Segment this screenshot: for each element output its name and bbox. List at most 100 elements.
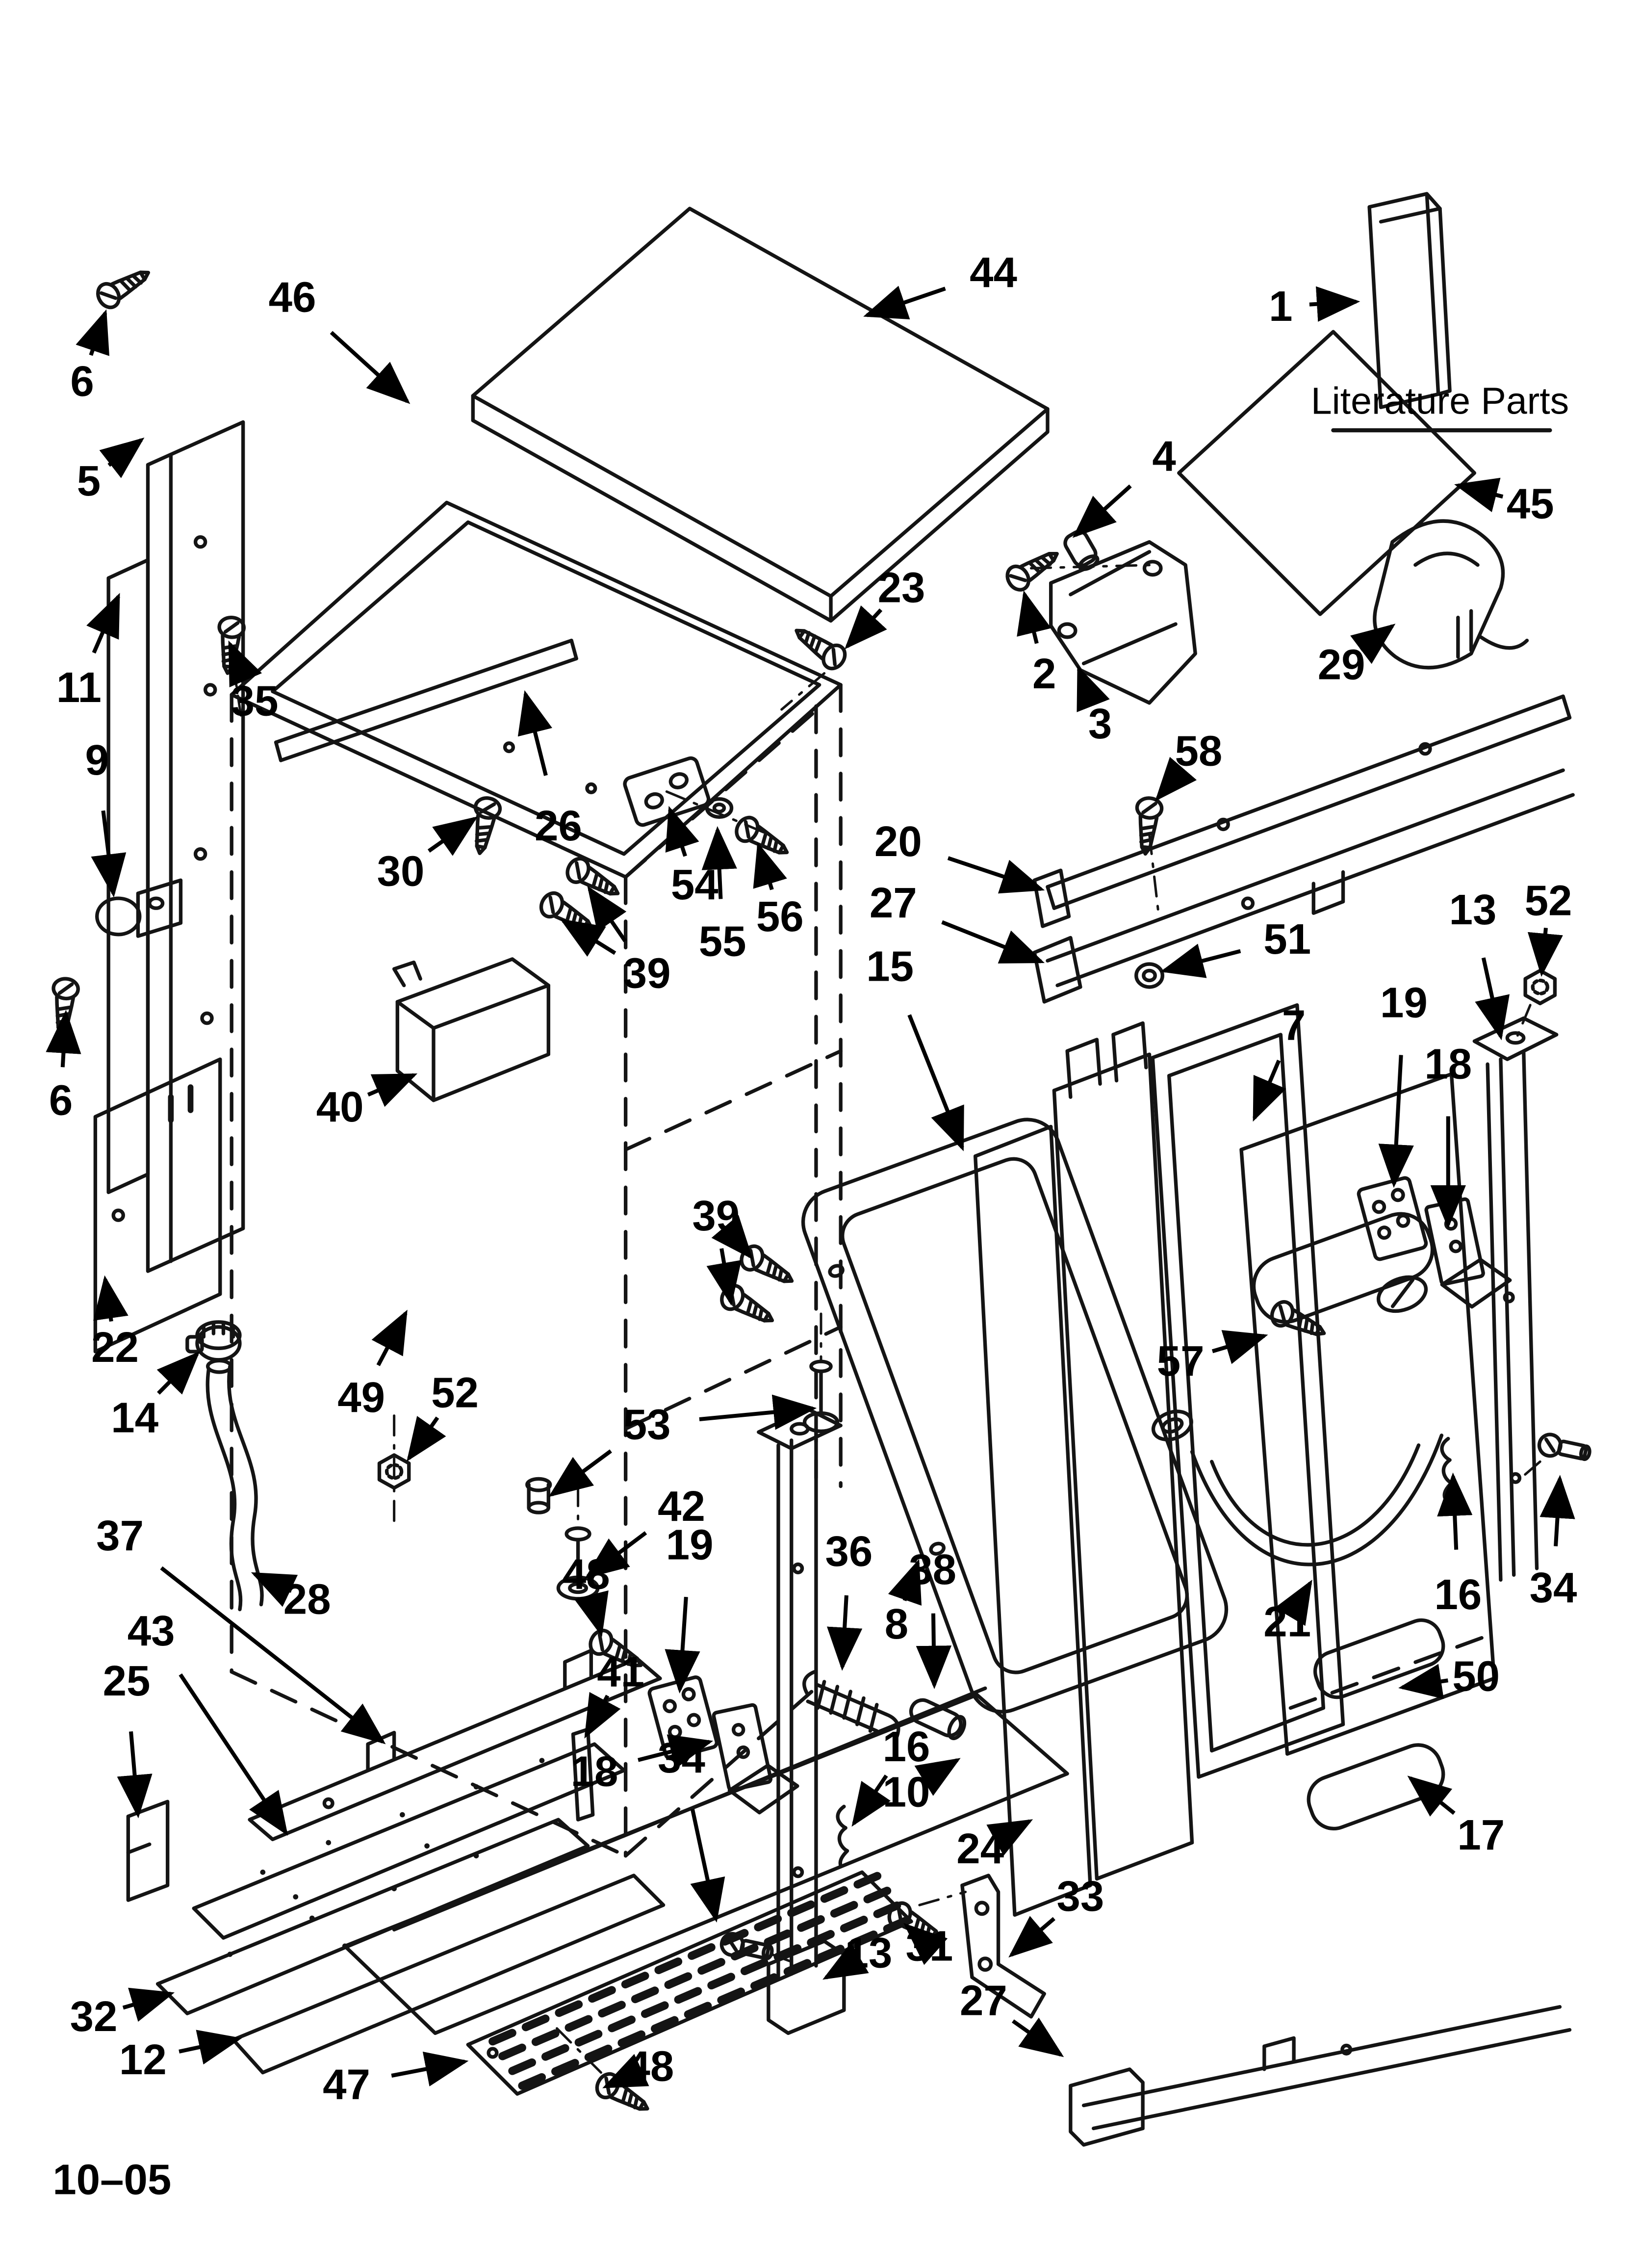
callout-arrow-30 bbox=[427, 816, 478, 856]
callout-arrow-43 bbox=[179, 1673, 288, 1836]
callout-arrow-13 bbox=[1475, 957, 1510, 1041]
footer-date-code: 10–05 bbox=[52, 2156, 171, 2203]
callout-arrow-34 bbox=[690, 1808, 725, 1923]
part-label-18-28: 18 bbox=[1424, 1040, 1472, 1088]
part-label-55-17: 55 bbox=[699, 918, 746, 965]
callout-arrow-50 bbox=[1398, 1664, 1449, 1699]
top-rail-26 bbox=[274, 638, 578, 762]
assembly-axis-line bbox=[1515, 1460, 1541, 1483]
assembly-axis-line bbox=[665, 790, 770, 836]
top-cover-panel bbox=[471, 207, 1050, 623]
part-label-31-61: 31 bbox=[906, 1923, 953, 1970]
base-panel bbox=[343, 1686, 1069, 2035]
screw-6 bbox=[94, 262, 154, 311]
callout-arrow-35 bbox=[228, 640, 262, 688]
door-panel-21 bbox=[1151, 1072, 1496, 1756]
assembly-axis-line bbox=[780, 672, 826, 711]
part-label-4-6: 4 bbox=[1152, 432, 1176, 480]
instruction-sheet-45 bbox=[1177, 330, 1477, 616]
callout-arrow-3 bbox=[1077, 665, 1110, 712]
side-panel-22 bbox=[93, 1057, 222, 1354]
part-label-43-41: 43 bbox=[128, 1607, 175, 1655]
drain-hose-28 bbox=[205, 1358, 264, 1612]
callout-arrow-34 bbox=[1539, 1475, 1575, 1546]
assembly-axis-line bbox=[1513, 1004, 1532, 1046]
grommet-51 bbox=[1136, 964, 1163, 987]
door-liner-panels bbox=[973, 1003, 1345, 1917]
trim-17 bbox=[1307, 1743, 1445, 1831]
hose-clamp-14 bbox=[185, 1320, 242, 1362]
callout-arrow-18 bbox=[638, 1734, 714, 1769]
callout-arrow-53 bbox=[548, 1449, 612, 1497]
part-label-44-0: 44 bbox=[970, 249, 1017, 296]
screw-39 bbox=[537, 889, 598, 938]
panel-12 bbox=[231, 1874, 666, 2075]
hinge-bracket-18-right bbox=[1426, 1194, 1514, 1312]
literature-book-1 bbox=[1367, 192, 1452, 409]
part-label-36-48: 36 bbox=[825, 1528, 873, 1575]
callout-arrow-54 bbox=[665, 806, 699, 857]
part-label-11-11: 11 bbox=[56, 664, 102, 711]
callout-arrow-19 bbox=[665, 1596, 700, 1694]
callout-arrow-52 bbox=[1527, 928, 1563, 977]
part-label-22-32: 22 bbox=[91, 1324, 139, 1371]
door-gasket-15 bbox=[801, 1118, 1229, 1714]
callout-arrow-6 bbox=[76, 309, 109, 356]
part-label-41-45: 41 bbox=[597, 1648, 644, 1695]
callout-arrow-48 bbox=[602, 2054, 649, 2088]
trim-strip-41 bbox=[571, 1727, 595, 1822]
callout-arrow-1 bbox=[1309, 286, 1360, 322]
evaporator-tray-40 bbox=[392, 957, 550, 1102]
callout-arrow-39 bbox=[560, 918, 616, 957]
assembly-axis-line bbox=[770, 1953, 799, 1966]
bolt-34-right bbox=[1538, 1433, 1592, 1464]
channel-rail-13-right bbox=[1472, 1016, 1559, 1582]
part-label-26-14: 26 bbox=[535, 802, 582, 850]
callout-arrow-44 bbox=[863, 286, 946, 319]
callout-arrow-45 bbox=[1454, 477, 1504, 512]
part-label-51-23: 51 bbox=[1263, 915, 1311, 963]
callout-arrow-13 bbox=[822, 1942, 869, 1980]
part-label-49-35: 49 bbox=[337, 1374, 385, 1421]
callout-arrow-57 bbox=[1211, 1330, 1268, 1364]
callout-arrow-39 bbox=[706, 1248, 742, 1306]
part-label-20-21: 20 bbox=[874, 818, 922, 865]
callout-arrow-26 bbox=[517, 690, 552, 776]
part-label-46-1: 46 bbox=[269, 274, 316, 321]
part-label-56-18: 56 bbox=[756, 893, 804, 940]
callout-arrow-38 bbox=[916, 1613, 952, 1689]
part-label-54-16: 54 bbox=[671, 861, 718, 909]
part-label-13-25: 13 bbox=[1449, 886, 1497, 934]
callout-arrow-22 bbox=[93, 1275, 128, 1322]
callout-arrow-25 bbox=[117, 1731, 153, 1819]
part-label-39-19: 39 bbox=[623, 949, 671, 997]
part-label-10-52: 10 bbox=[883, 1768, 930, 1816]
callout-arrow-7 bbox=[1253, 1059, 1286, 1122]
closer-bracket-3 bbox=[1049, 540, 1197, 705]
callout-arrow-16 bbox=[851, 1774, 891, 1827]
part-label-58-20: 58 bbox=[1175, 727, 1223, 775]
callout-arrow-5 bbox=[99, 437, 145, 478]
callout-arrow-36 bbox=[827, 1595, 863, 1671]
callout-arrow-20 bbox=[947, 856, 1045, 894]
part-label-21-54: 21 bbox=[1263, 1598, 1311, 1646]
part-label-5-3: 5 bbox=[77, 457, 101, 505]
part-label-42-38: 42 bbox=[658, 1483, 705, 1530]
spring-clip-16-right bbox=[1442, 1438, 1451, 1498]
callout-arrow-39 bbox=[587, 886, 627, 942]
part-label-14-33: 14 bbox=[111, 1394, 158, 1442]
part-label-6-31: 6 bbox=[49, 1076, 73, 1124]
clip-25 bbox=[126, 1799, 170, 1902]
part-label-50-57: 50 bbox=[1452, 1653, 1500, 1700]
part-label-15-24: 15 bbox=[866, 943, 914, 991]
assembly-axis-line bbox=[918, 1890, 967, 1906]
callout-arrow-9 bbox=[91, 810, 127, 898]
spring-36 bbox=[802, 1670, 900, 1740]
bracket-33 bbox=[960, 1874, 1046, 2019]
callout-arrow-53 bbox=[699, 1394, 817, 1430]
channel-rail-13-left bbox=[757, 1407, 846, 2035]
part-label-52-26: 52 bbox=[1525, 877, 1572, 924]
